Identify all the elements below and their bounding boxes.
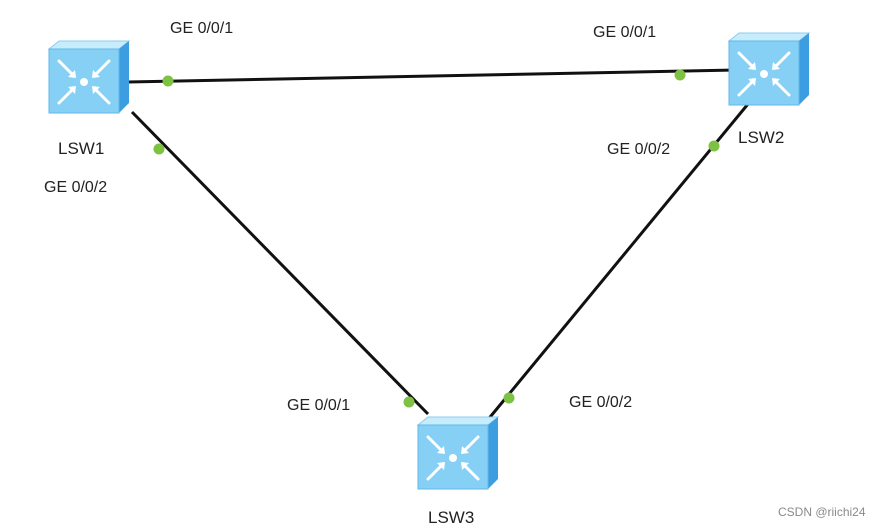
watermark: CSDN @riichi24 <box>778 505 866 519</box>
port-dot-lsw1-ge002 <box>153 143 165 155</box>
switch-label-lsw2: LSW2 <box>738 128 785 147</box>
port-dot-lsw3-ge002 <box>503 392 515 404</box>
port-label-lsw1-ge002: GE 0/0/2 <box>44 179 108 196</box>
port-label-lsw1-ge001: GE 0/0/1 <box>170 20 234 37</box>
port-dot-lsw2-ge002 <box>708 140 720 152</box>
switch-lsw2-icon[interactable] <box>727 31 811 107</box>
switch-label-lsw3: LSW3 <box>428 508 475 527</box>
port-label-lsw3-ge002: GE 0/0/2 <box>569 394 633 411</box>
port-label-lsw3-ge001: GE 0/0/1 <box>287 397 351 414</box>
link-lsw2-lsw3 <box>484 103 750 423</box>
port-label-lsw2-ge001: GE 0/0/1 <box>593 24 657 41</box>
port-dot-lsw2-ge001 <box>674 69 686 81</box>
switch-lsw3-icon[interactable] <box>416 415 500 491</box>
port-label-lsw2-ge002: GE 0/0/2 <box>607 141 671 158</box>
switch-lsw1-icon[interactable] <box>47 39 131 115</box>
link-lsw1-lsw3 <box>130 110 430 416</box>
link-lsw1-lsw2 <box>127 68 737 84</box>
switch-label-lsw1: LSW1 <box>58 139 105 158</box>
port-dot-lsw1-ge001 <box>162 75 174 87</box>
port-dot-lsw3-ge001 <box>403 396 415 408</box>
